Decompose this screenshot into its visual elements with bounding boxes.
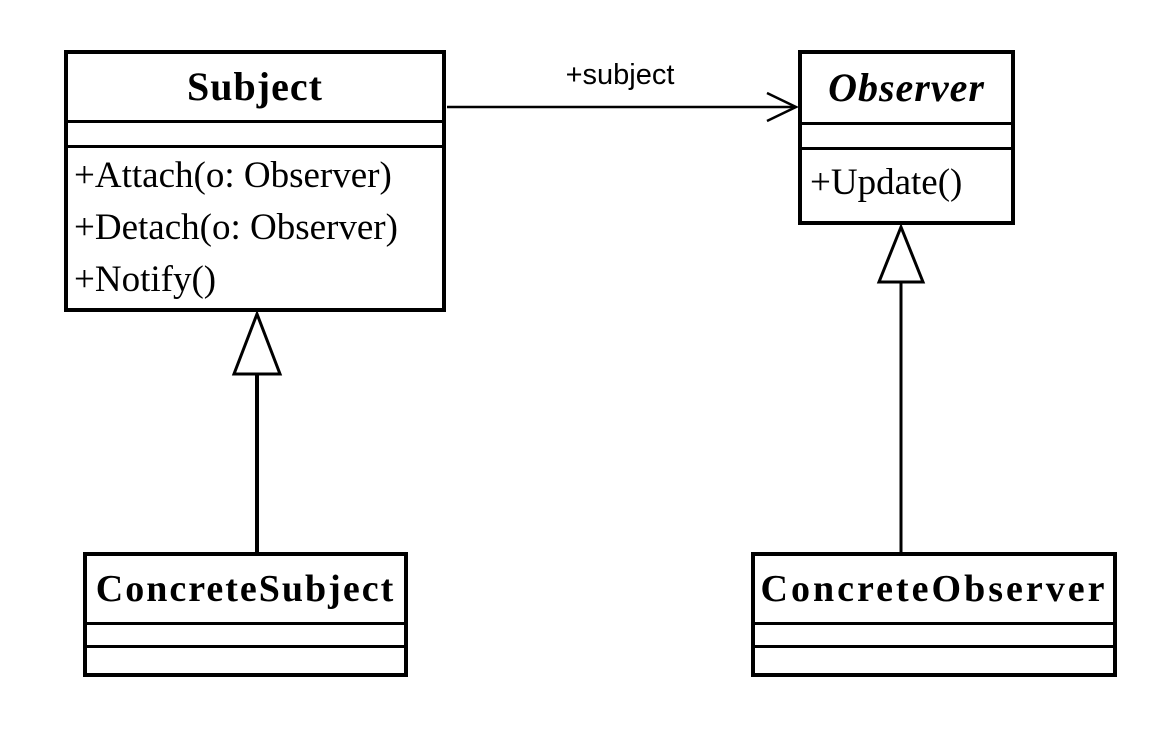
class-subject-methods-compartment: +Attach(o: Observer) +Detach(o: Observer… bbox=[68, 148, 442, 308]
class-observer-attributes-compartment bbox=[802, 125, 1011, 150]
class-observer: Observer +Update() bbox=[798, 50, 1015, 225]
method-notify: +Notify() bbox=[74, 259, 217, 300]
class-concrete-subject-methods-compartment bbox=[87, 648, 404, 673]
association-label: +subject bbox=[566, 59, 675, 91]
class-concrete-observer: ConcreteObserver bbox=[751, 552, 1117, 677]
association-open-arrowhead-icon bbox=[766, 91, 799, 123]
class-subject-attributes-compartment bbox=[68, 123, 442, 148]
class-subject-name: Subject bbox=[68, 54, 442, 123]
class-observer-name: Observer bbox=[802, 54, 1011, 125]
class-observer-methods-compartment: +Update() bbox=[802, 150, 1011, 221]
class-concrete-subject: ConcreteSubject bbox=[83, 552, 408, 677]
method-update: +Update() bbox=[810, 162, 963, 203]
subject-generalization-triangle-icon bbox=[231, 309, 283, 376]
method-detach: +Detach(o: Observer) bbox=[74, 207, 398, 248]
class-concrete-observer-methods-compartment bbox=[755, 648, 1113, 673]
class-subject: Subject +Attach(o: Observer) +Detach(o: … bbox=[64, 50, 446, 312]
class-concrete-observer-name: ConcreteObserver bbox=[755, 556, 1113, 625]
observer-generalization-triangle-icon bbox=[876, 222, 926, 284]
class-concrete-subject-name: ConcreteSubject bbox=[87, 556, 404, 625]
class-concrete-observer-attributes-compartment bbox=[755, 625, 1113, 648]
class-concrete-subject-attributes-compartment bbox=[87, 625, 404, 648]
method-attach: +Attach(o: Observer) bbox=[74, 155, 392, 196]
